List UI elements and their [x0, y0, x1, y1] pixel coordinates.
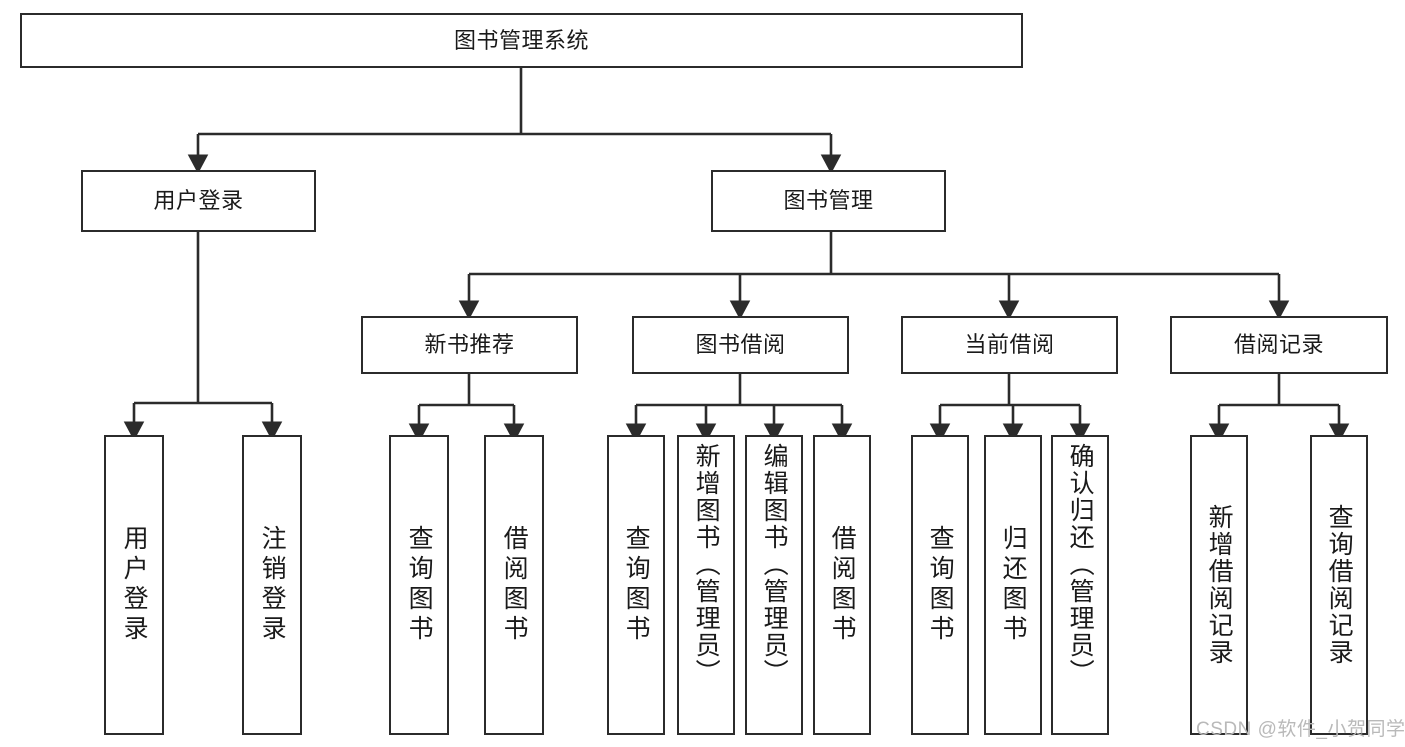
- leaf-query-book-2-label: 查询图书: [622, 525, 651, 645]
- node-new-book-recommend-label: 新书推荐: [424, 332, 515, 358]
- leaf-add-borrow-record[interactable]: 新增借阅记录: [1190, 435, 1248, 735]
- leaf-add-book-label: 新增图书（管理员）: [692, 443, 721, 686]
- leaf-query-book-3[interactable]: 查询图书: [911, 435, 969, 735]
- node-new-book-recommend[interactable]: 新书推荐: [361, 316, 578, 374]
- leaf-return-book[interactable]: 归还图书: [984, 435, 1042, 735]
- node-book-management[interactable]: 图书管理: [711, 170, 946, 232]
- leaf-return-book-label: 归还图书: [999, 525, 1028, 645]
- node-current-borrow-label: 当前借阅: [964, 332, 1055, 358]
- node-borrow-records[interactable]: 借阅记录: [1170, 316, 1388, 374]
- leaf-query-book-1[interactable]: 查询图书: [389, 435, 449, 735]
- leaf-add-book[interactable]: 新增图书（管理员）: [677, 435, 735, 735]
- node-user-login[interactable]: 用户登录: [81, 170, 316, 232]
- leaf-user-login-label: 用户登录: [120, 525, 149, 645]
- leaf-query-borrow-record-label: 查询借阅记录: [1325, 504, 1354, 666]
- watermark: CSDN @软件_小贺同学: [1196, 719, 1405, 740]
- leaf-user-logout-label: 注销登录: [258, 525, 287, 645]
- leaf-query-borrow-record[interactable]: 查询借阅记录: [1310, 435, 1368, 735]
- node-user-login-label: 用户登录: [153, 188, 244, 214]
- leaf-edit-book[interactable]: 编辑图书（管理员）: [745, 435, 803, 735]
- node-book-borrow[interactable]: 图书借阅: [632, 316, 849, 374]
- node-book-management-label: 图书管理: [783, 188, 874, 214]
- leaf-add-borrow-record-label: 新增借阅记录: [1205, 504, 1234, 666]
- leaf-user-login[interactable]: 用户登录: [104, 435, 164, 735]
- leaf-confirm-return-label: 确认归还（管理员）: [1066, 443, 1095, 686]
- leaf-borrow-book-2-label: 借阅图书: [828, 525, 857, 645]
- leaf-query-book-1-label: 查询图书: [405, 525, 434, 645]
- leaf-borrow-book-1[interactable]: 借阅图书: [484, 435, 544, 735]
- leaf-query-book-3-label: 查询图书: [926, 525, 955, 645]
- node-root[interactable]: 图书管理系统: [20, 13, 1023, 68]
- leaf-confirm-return[interactable]: 确认归还（管理员）: [1051, 435, 1109, 735]
- leaf-query-book-2[interactable]: 查询图书: [607, 435, 665, 735]
- node-current-borrow[interactable]: 当前借阅: [901, 316, 1118, 374]
- leaf-edit-book-label: 编辑图书（管理员）: [760, 443, 789, 686]
- node-root-label: 图书管理系统: [453, 27, 589, 53]
- leaf-user-logout[interactable]: 注销登录: [242, 435, 302, 735]
- leaf-borrow-book-2[interactable]: 借阅图书: [813, 435, 871, 735]
- node-book-borrow-label: 图书借阅: [695, 332, 786, 358]
- leaf-borrow-book-1-label: 借阅图书: [500, 525, 529, 645]
- node-borrow-records-label: 借阅记录: [1233, 332, 1324, 358]
